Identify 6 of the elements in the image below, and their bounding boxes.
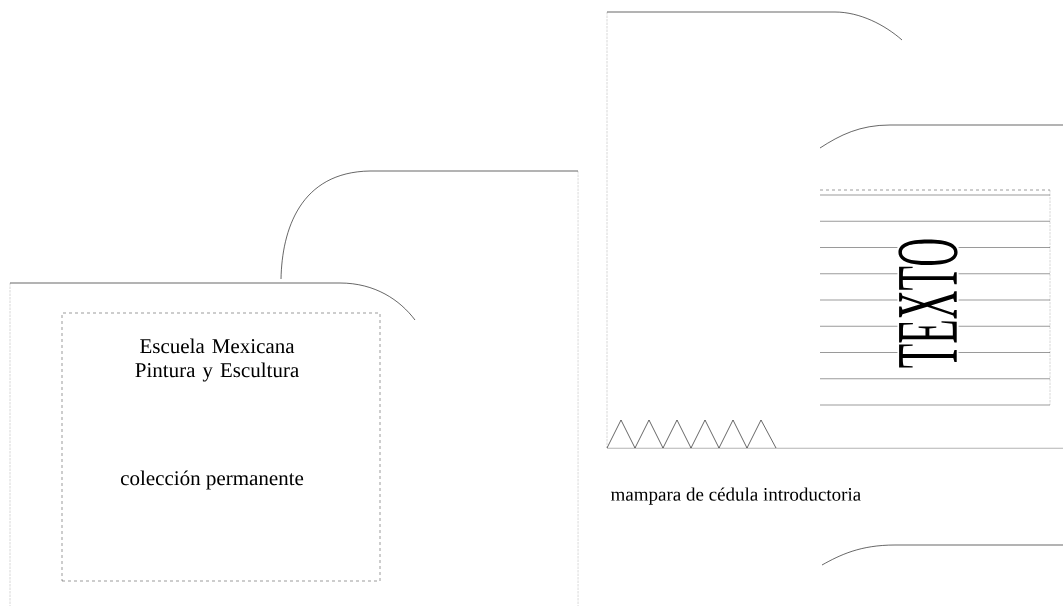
text-frame <box>61 312 381 582</box>
node-label: TEXTO <box>898 239 958 368</box>
caption-text: mampara de cédula introductoria <box>610 487 861 505</box>
subtitle-text: colección permanente <box>121 470 304 490</box>
title-text: Escuela Mexicana Pintura y Escultura <box>135 338 299 382</box>
lined-text-panel: TEXTO <box>819 189 1051 406</box>
